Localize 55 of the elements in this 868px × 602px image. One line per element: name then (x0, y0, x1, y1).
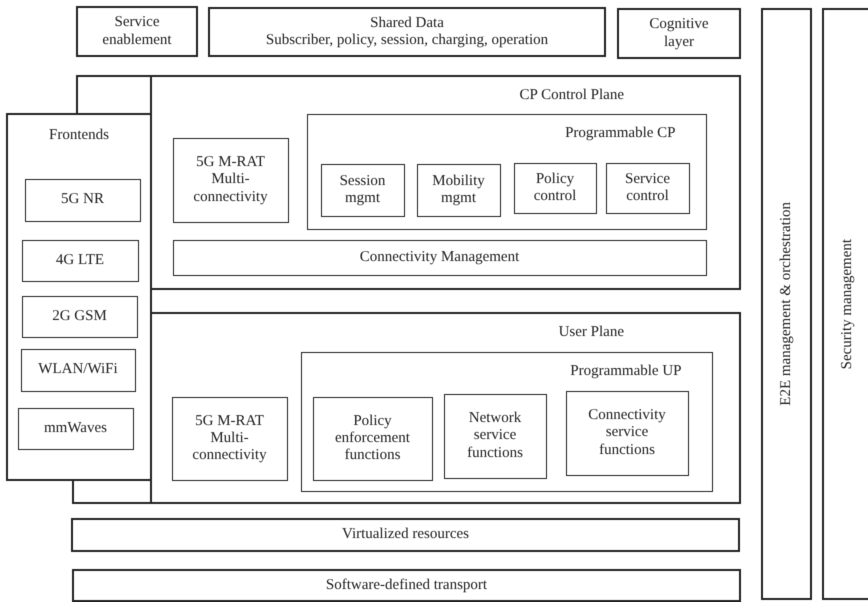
function-box (172, 138, 288, 222)
function-box (22, 240, 138, 282)
box-title: Programmable UP (570, 362, 682, 380)
box-title: CP Control Plane (520, 87, 624, 104)
box-label: Cognitive layer (648, 16, 710, 51)
function-box (22, 296, 138, 338)
function-box (18, 408, 134, 450)
box-label: Shared Data (369, 14, 445, 32)
box-label: Session mgmt (338, 172, 386, 208)
function-box (416, 164, 500, 216)
box-label: Subscriber, policy, session, charging, operation (264, 32, 550, 50)
function-box (300, 352, 712, 492)
box-label: 5G M-RAT Multi-connectivity (192, 154, 269, 206)
function-box (320, 164, 404, 216)
layer-box (150, 75, 741, 290)
function-box (20, 348, 136, 392)
box-label: 2G GSM (51, 308, 108, 326)
layer-box (6, 113, 152, 481)
box-label: Policy control (532, 170, 578, 206)
function-box (24, 178, 140, 222)
box-label: Security management (838, 238, 856, 370)
box-label: Service enablement (101, 14, 173, 49)
layer-box (76, 6, 198, 57)
function-box (312, 396, 432, 480)
function-box (172, 396, 288, 480)
box-label: Connectivity service functions (587, 407, 667, 459)
layer-box (617, 8, 741, 59)
box-title: User Plane (558, 324, 624, 341)
box-label: Virtualized resources (341, 526, 470, 544)
function-box (172, 240, 706, 276)
function-box (566, 390, 688, 476)
function-box (306, 114, 706, 230)
layer-box (208, 7, 606, 57)
box-title: Programmable CP (565, 124, 676, 142)
box-label: 5G M-RAT Multi-connectivity (191, 412, 268, 464)
box-label: 4G LTE (54, 252, 106, 270)
box-label: Network service functions (466, 410, 524, 462)
box-label: E2E management & orchestration (778, 202, 795, 406)
layer-box (150, 312, 741, 504)
box-label: Mobility mgmt (431, 172, 486, 208)
box-label: mmWaves (43, 420, 108, 438)
layer-box (761, 8, 812, 600)
function-box (606, 162, 690, 214)
box-label: Software-defined transport (324, 576, 488, 594)
layer-box (71, 518, 740, 552)
box-label: Connectivity Management (358, 248, 520, 266)
box-title: Frontends (48, 127, 110, 144)
layer-box (72, 569, 741, 602)
box-label: Service control (624, 170, 671, 206)
box-label: 5G NR (60, 191, 105, 209)
layer-box (822, 8, 868, 600)
box-label: WLAN/WiFi (37, 361, 119, 379)
function-box (514, 162, 596, 214)
box-label: Policy enforcement functions (334, 412, 411, 464)
function-box (444, 394, 546, 478)
